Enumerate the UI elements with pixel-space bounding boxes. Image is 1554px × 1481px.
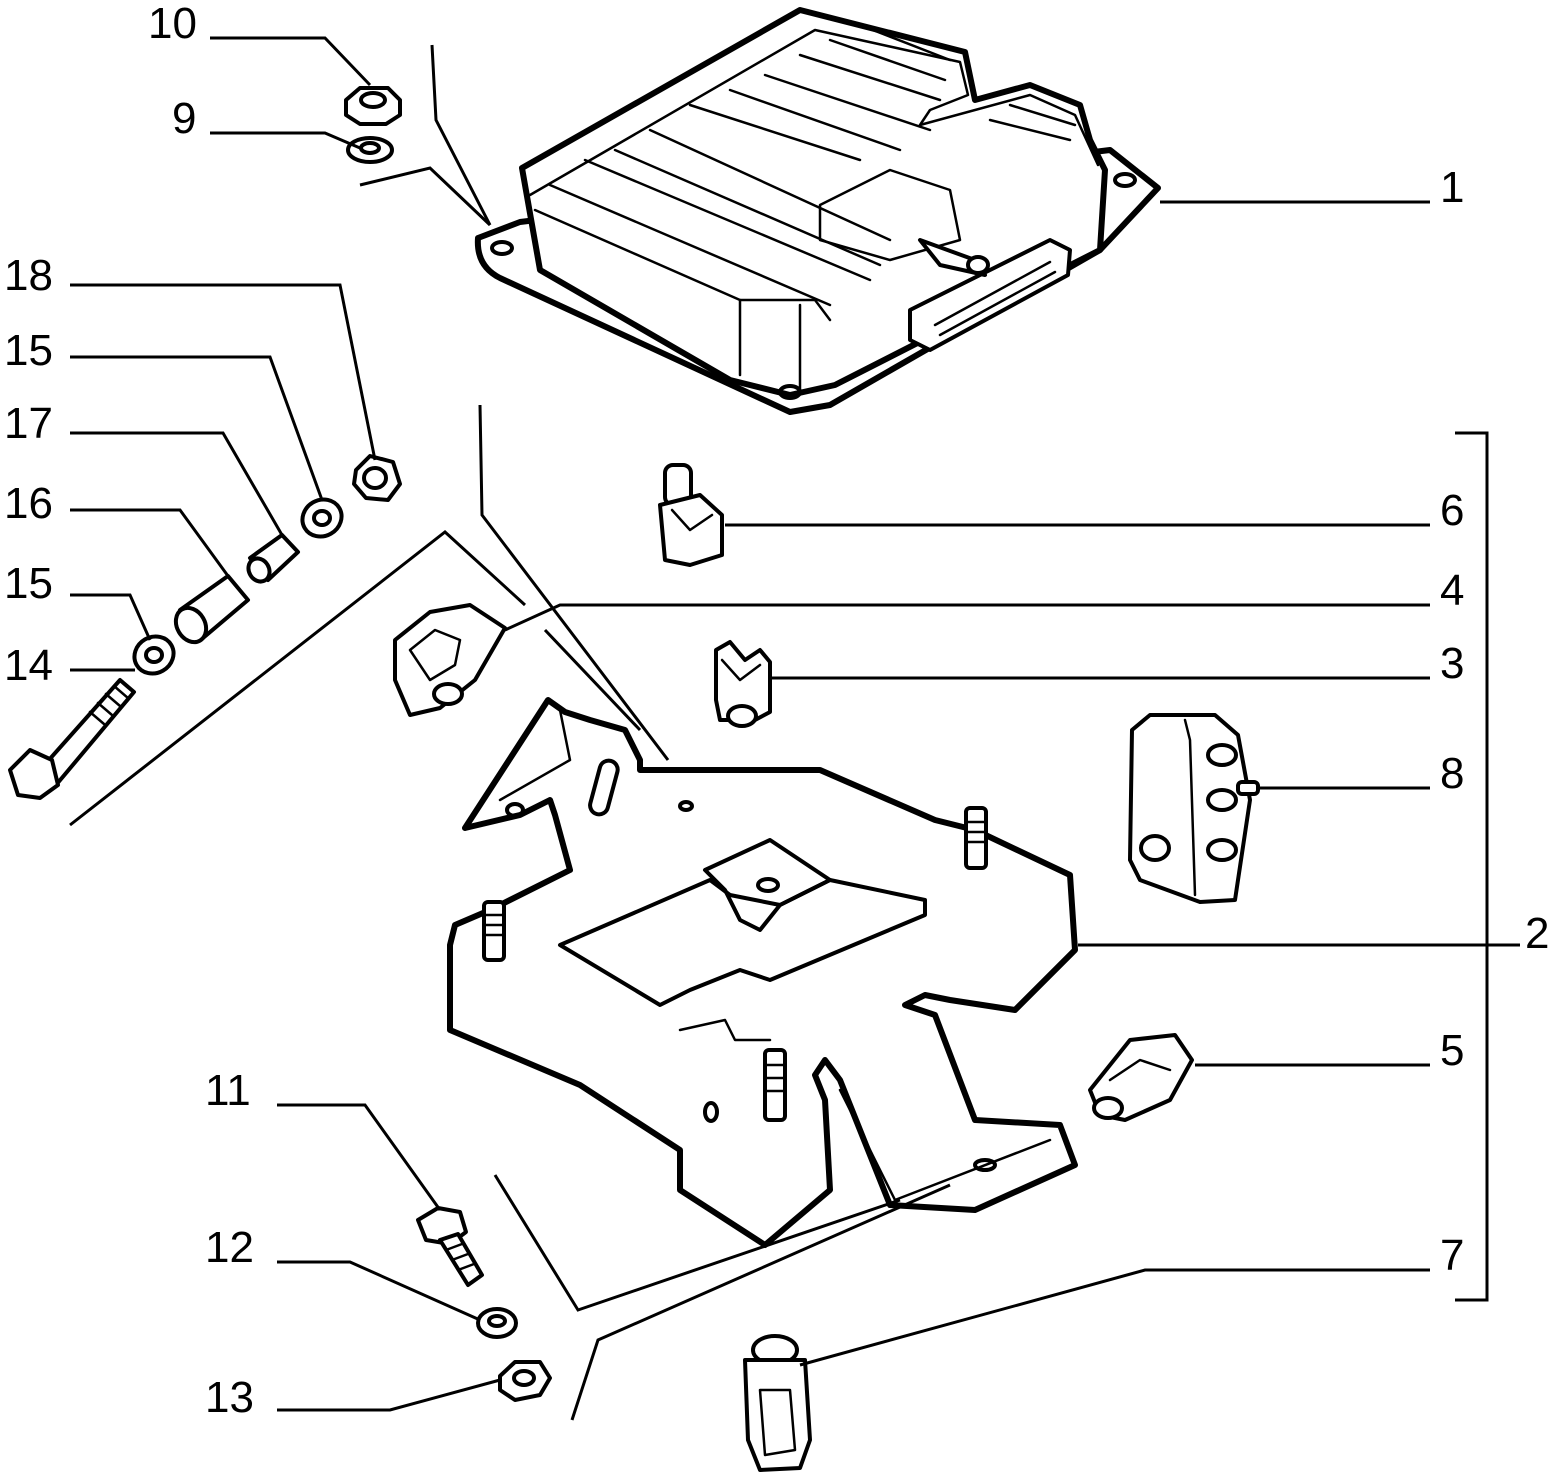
callout-label: 6 — [1440, 486, 1464, 535]
callout-label: 11 — [205, 1066, 251, 1115]
callout-label: 18 — [4, 251, 53, 300]
part-washer-12 — [476, 1307, 518, 1339]
part-washer-15-upper — [300, 497, 344, 539]
part-bolt-14 — [8, 678, 136, 800]
part-nut-18 — [352, 454, 402, 502]
callout-label: 2 — [1525, 909, 1549, 958]
part-ecu-unit — [474, 7, 1161, 415]
callout-label: 16 — [4, 479, 53, 528]
part-spacer-17 — [246, 533, 300, 584]
part-bolt-11 — [416, 1206, 484, 1287]
callout-label: 15 — [4, 559, 53, 608]
callout-label: 10 — [148, 0, 197, 48]
part-mounting-bracket — [447, 697, 1078, 1248]
callout-label: 8 — [1440, 749, 1464, 798]
callout-label: 13 — [205, 1373, 254, 1422]
callout-label: 15 — [4, 326, 53, 375]
part-washer-9 — [346, 136, 394, 164]
part-clip-3 — [714, 640, 772, 728]
callout-labels: 10 9 18 15 17 16 15 14 1 6 4 3 8 2 5 7 1… — [4, 0, 1549, 1422]
part-sleeve-16 — [173, 574, 250, 645]
part-clip-5 — [1088, 1033, 1194, 1122]
part-clip-4 — [393, 603, 507, 717]
callout-label: 9 — [172, 94, 196, 143]
callout-label: 12 — [205, 1223, 254, 1272]
callout-label: 5 — [1440, 1026, 1464, 1075]
part-clip-7 — [743, 1334, 812, 1472]
part-washer-15-lower — [132, 634, 176, 676]
callout-label: 14 — [4, 641, 53, 690]
callout-label: 7 — [1440, 1231, 1464, 1280]
part-nut-10 — [344, 86, 402, 126]
callout-label: 1 — [1440, 163, 1464, 212]
callout-label: 3 — [1440, 639, 1464, 688]
part-clip-6 — [658, 463, 724, 567]
assembly-guide-lines — [69, 44, 1489, 1421]
callout-label: 4 — [1440, 566, 1464, 615]
part-nut-13 — [498, 1360, 552, 1402]
callout-label: 17 — [4, 399, 53, 448]
part-connector-block — [1128, 713, 1260, 904]
callout-leaders — [70, 36, 1520, 1412]
